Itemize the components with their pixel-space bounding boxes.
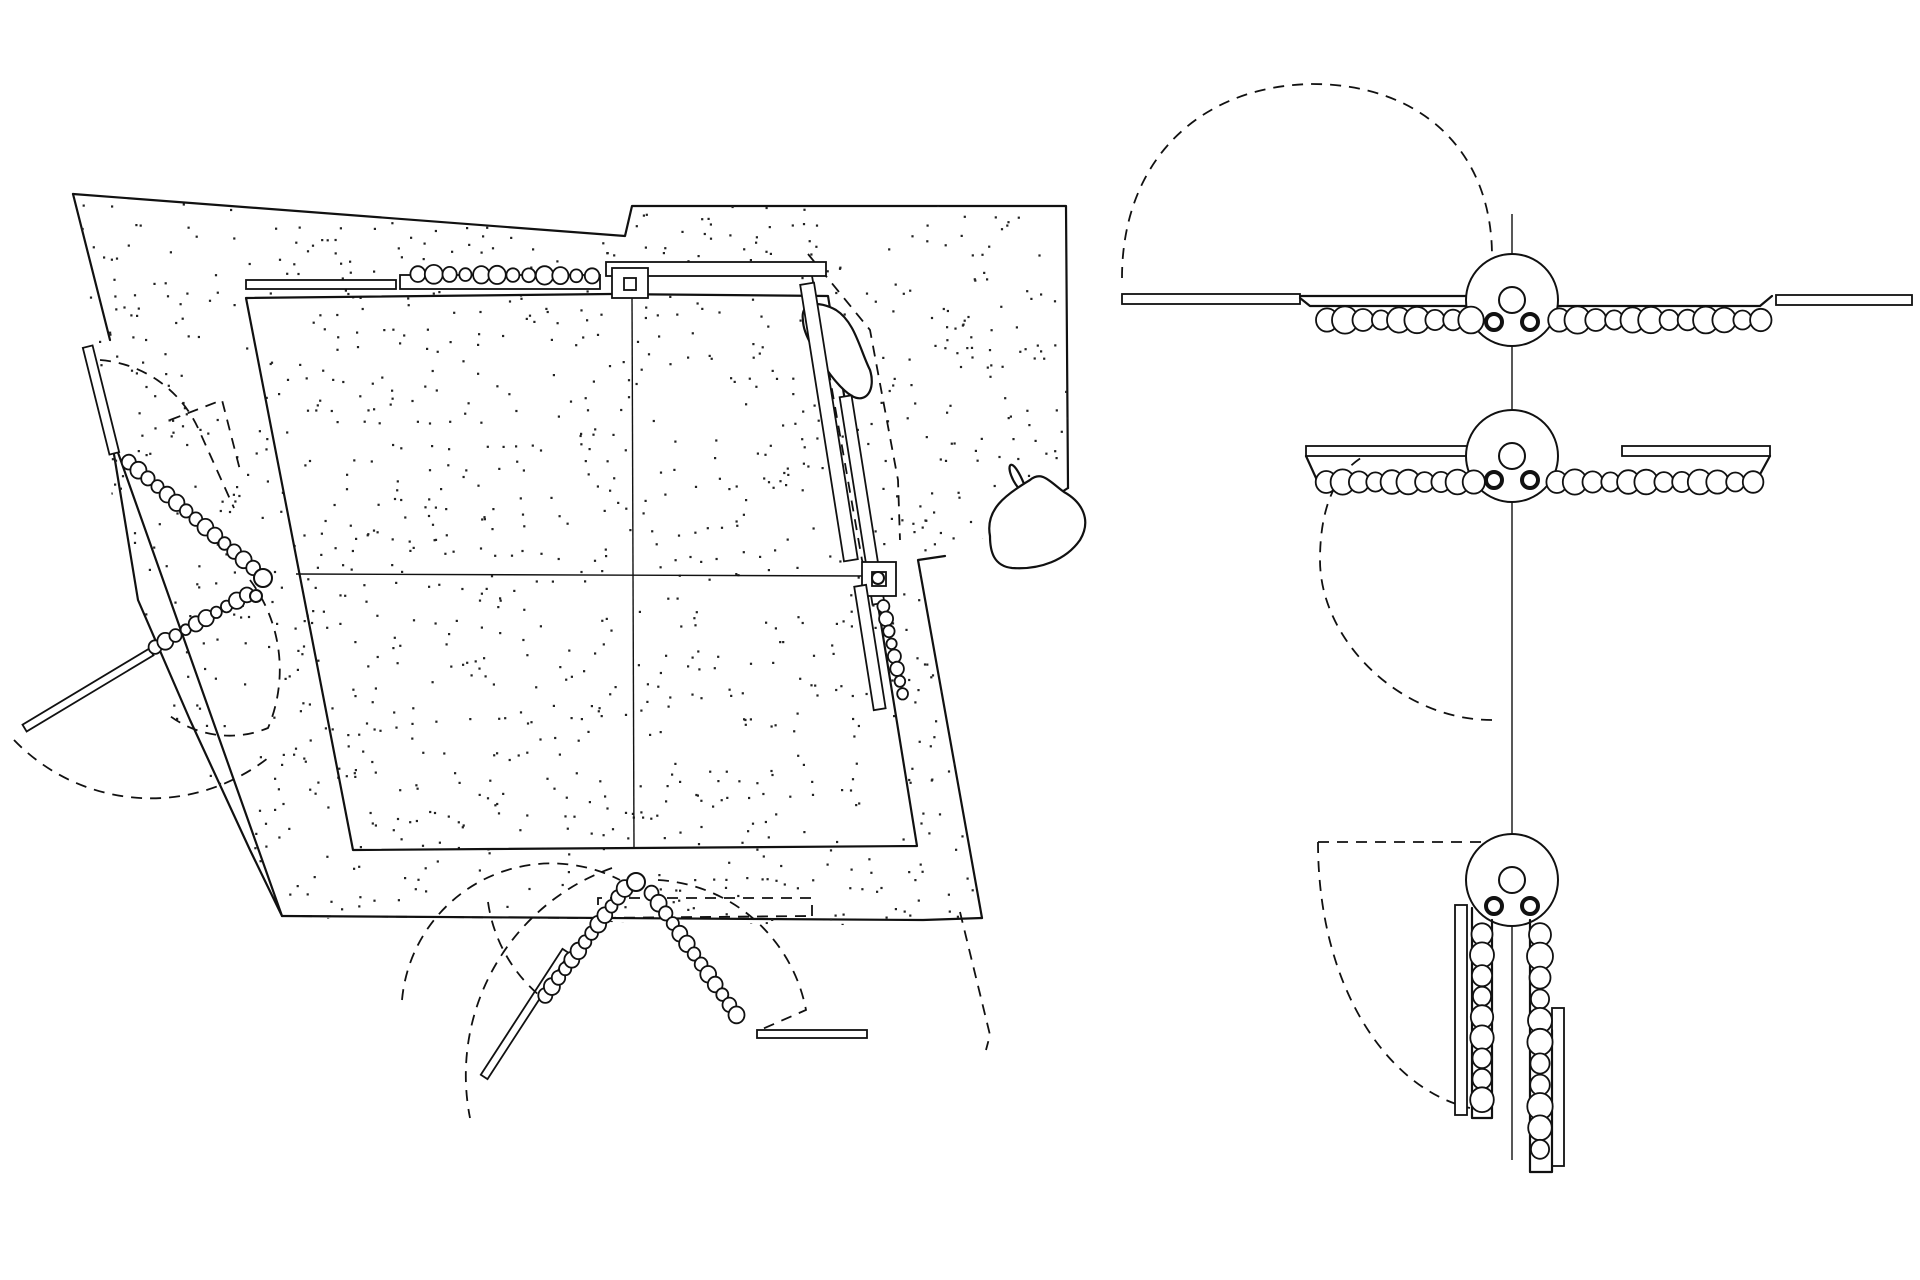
bead-chains [120, 263, 909, 1025]
hinge-detail-open [1121, 83, 1913, 360]
glass-wall-south [479, 947, 868, 1081]
hinge-detail-folded [1317, 833, 1565, 1174]
gravel-texture [73, 194, 1068, 926]
hinge-posts [249, 568, 885, 892]
outer-paving-boundary [71, 192, 1070, 922]
hinge-detail-half-open [1304, 360, 1772, 840]
door-swing-arcs [13, 359, 808, 1119]
glass-wall-west [21, 344, 155, 733]
site-plan [13, 192, 1087, 1119]
dashed-lines [281, 253, 991, 1051]
